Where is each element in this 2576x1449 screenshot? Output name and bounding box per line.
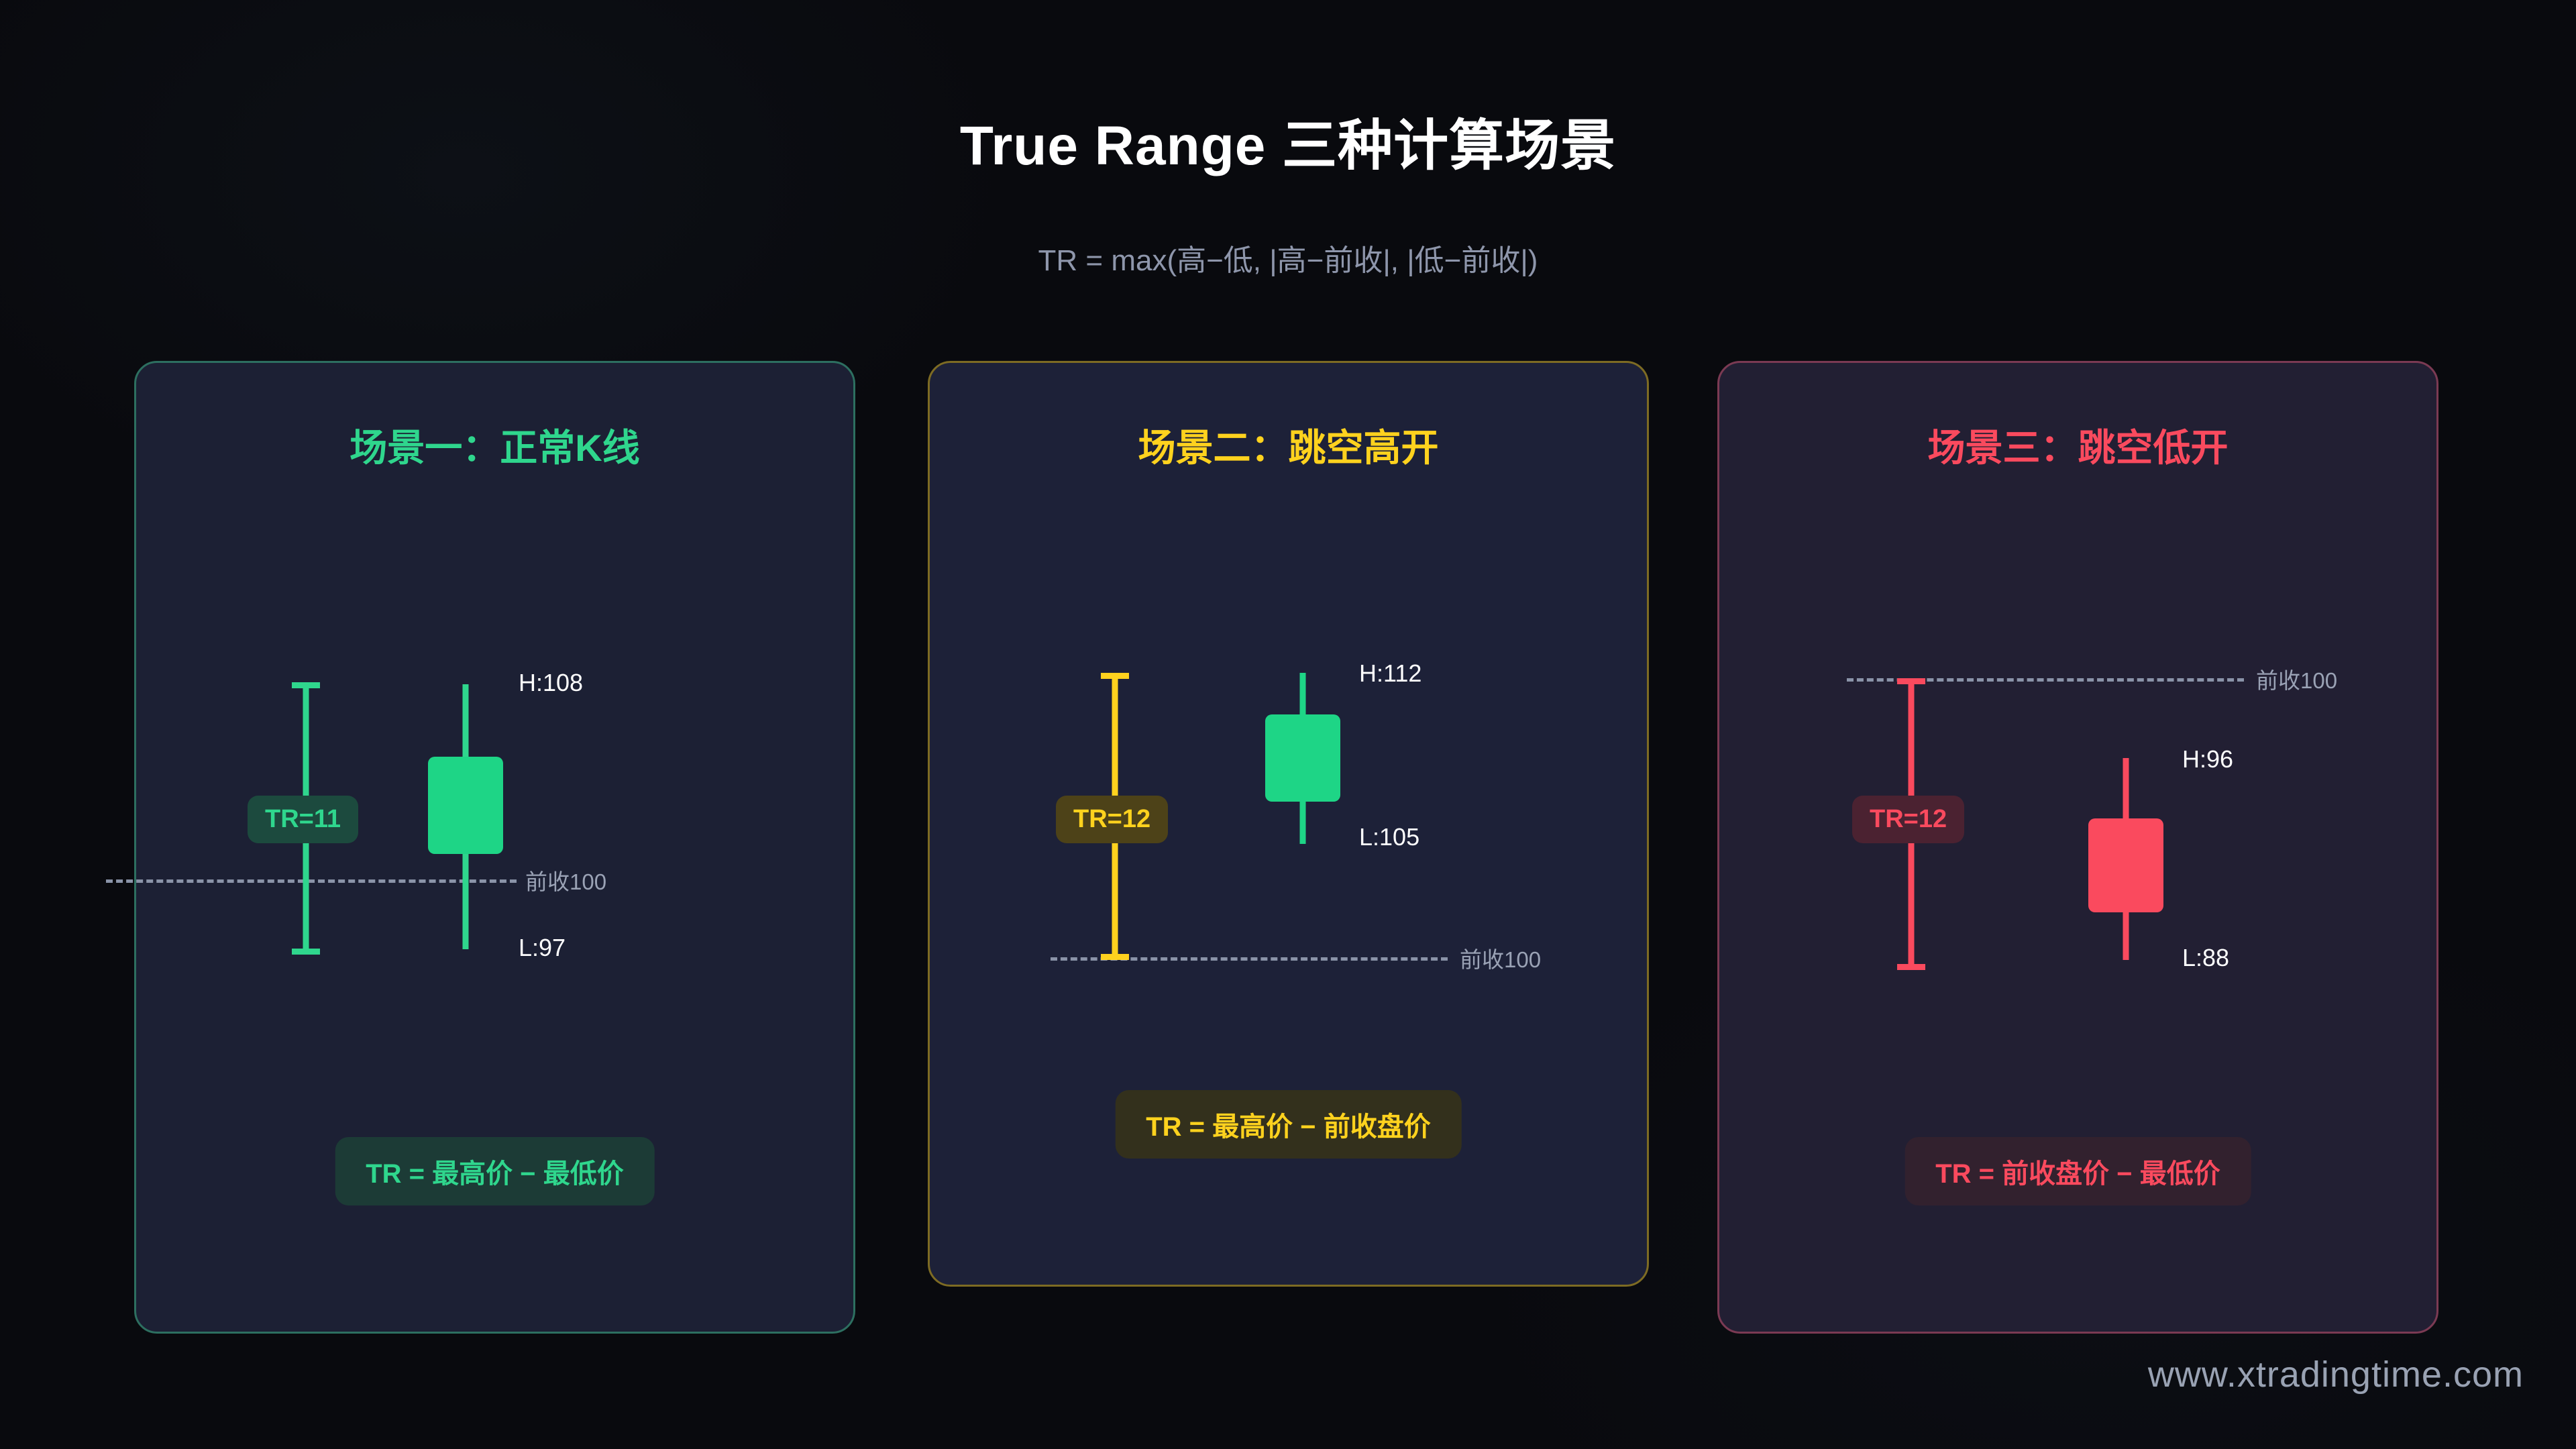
scenario-1-formula: TR = 最高价 − 最低价 (335, 1137, 655, 1205)
scenario-card-1: 场景一：正常K线 前收100 TR=11 H:108 L:97 TR = 最高价… (106, 361, 855, 1334)
scenario-3-formula: TR = 前收盘价 − 最低价 (1904, 1137, 2251, 1205)
scenario-2-title: 场景二：跳空高开 (1138, 427, 1439, 469)
candle-body-1 (428, 757, 503, 854)
candlestick-1 (428, 684, 503, 949)
tr-measure-cap-bottom-1 (292, 949, 320, 955)
high-price-label-2: H:112 (1359, 659, 1422, 687)
scenario-card-2: 场景二：跳空高开 前收100 TR=12 H:112 L:105 TR = 最高… (928, 361, 1649, 1287)
candle-body-3 (2088, 818, 2163, 912)
prev-close-label-1: 前收100 (525, 869, 607, 894)
scenario-card-3: 场景三：跳空低开 前收100 TR=12 H:96 L:88 TR = 前收盘价… (1717, 361, 2438, 1334)
scenario-3-chart: 前收100 TR=12 H:96 L:88 (1719, 363, 2436, 1332)
candlestick-2 (1265, 673, 1340, 844)
candlestick-3 (2088, 758, 2163, 960)
low-price-label-2: L:105 (1359, 823, 1420, 851)
tr-value-badge-3: TR=12 (1852, 796, 1965, 843)
tr-value-badge-1: TR=11 (248, 796, 359, 843)
tr-measure-cap-bottom-2 (1101, 954, 1129, 960)
scenario-3-title: 场景三：跳空低开 (1927, 427, 2229, 469)
site-watermark: www.xtradingtime.com (2147, 1354, 2524, 1395)
tr-value-badge-2: TR=12 (1056, 796, 1169, 843)
tr-measure-cap-top-1 (292, 682, 320, 688)
scenario-2-formula: TR = 最高价 − 前收盘价 (1115, 1090, 1462, 1159)
tr-measure-cap-top-2 (1101, 673, 1129, 679)
prev-close-label-3: 前收100 (2256, 668, 2338, 693)
low-price-label-3: L:88 (2182, 944, 2230, 971)
candle-body-2 (1265, 714, 1340, 802)
page-title: True Range 三种计算场景 (959, 115, 1617, 176)
prev-close-label-2: 前收100 (1460, 947, 1542, 972)
prev-close-line-2 (1051, 957, 1448, 961)
low-price-label-1: L:97 (519, 934, 566, 961)
scenario-2-chart: 前收100 TR=12 H:112 L:105 (930, 363, 1647, 1285)
scenario-1-chart: 前收100 TR=11 H:108 L:97 (106, 363, 853, 1332)
prev-close-line-3 (1847, 678, 2244, 682)
high-price-label-3: H:96 (2182, 745, 2234, 773)
prev-close-line-1 (106, 879, 517, 883)
page-subtitle: TR = max(高−低, |高−前收|, |低−前收|) (1038, 244, 1538, 277)
high-price-label-1: H:108 (519, 669, 584, 696)
tr-measure-cap-top-3 (1897, 678, 1925, 684)
tr-measure-cap-bottom-3 (1897, 964, 1925, 970)
scenario-1-title: 场景一：正常K线 (350, 427, 640, 469)
